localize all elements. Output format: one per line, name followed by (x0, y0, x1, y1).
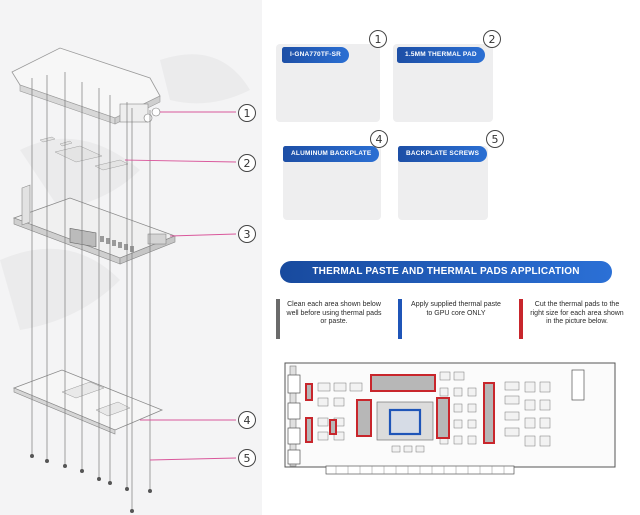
part-card-waterblock: I-GNA770TF-SR (276, 44, 380, 122)
callout-2: 2 (238, 154, 256, 172)
step-color-bar (276, 299, 280, 339)
gpu-core-paste-area (388, 408, 422, 436)
waterblock-illustration (11, 47, 161, 125)
step-color-bar (519, 299, 523, 339)
step-text: Clean each area shown below well before … (286, 301, 382, 325)
screw-heads (30, 454, 152, 513)
application-diagram (284, 362, 616, 475)
backplate-illustration (12, 369, 164, 435)
step-text: Cut the thermal pads to the right size f… (530, 301, 624, 325)
step-paste: Apply supplied thermal paste to GPU core… (398, 299, 504, 339)
thermal-pad-areas (305, 374, 495, 444)
callout-3: 3 (238, 225, 256, 243)
callout-4: 4 (238, 411, 256, 429)
part-card-num: 1 (369, 30, 387, 48)
step-color-bar (398, 299, 402, 339)
step-text: Apply supplied thermal paste to GPU core… (411, 301, 501, 317)
part-card-backplate: ALUMINUM BACKPLATE (283, 146, 381, 220)
step-clean: Clean each area shown below well before … (276, 299, 382, 339)
callout-1: 1 (238, 104, 256, 122)
part-card-title: I-GNA770TF-SR (282, 47, 349, 63)
part-card-thermal-pad: 1.5MM THERMAL PAD (393, 44, 493, 122)
part-card-title: BACKPLATE SCREWS (398, 146, 488, 162)
part-card-title: ALUMINUM BACKPLATE (283, 146, 380, 162)
part-card-num: 5 (486, 130, 504, 148)
thermal-pad-strips (39, 136, 129, 171)
callout-leaders (124, 111, 237, 461)
part-card-num: 2 (483, 30, 501, 48)
part-card-title: 1.5MM THERMAL PAD (397, 47, 485, 63)
pcb-illustration (12, 184, 177, 265)
assembly-guide-lines (31, 72, 151, 510)
callout-5: 5 (238, 449, 256, 467)
step-cut-pads: Cut the thermal pads to the right size f… (519, 299, 625, 339)
part-card-screws: BACKPLATE SCREWS (398, 146, 488, 220)
part-card-num: 4 (370, 130, 388, 148)
section-title: THERMAL PASTE AND THERMAL PADS APPLICATI… (280, 261, 612, 283)
